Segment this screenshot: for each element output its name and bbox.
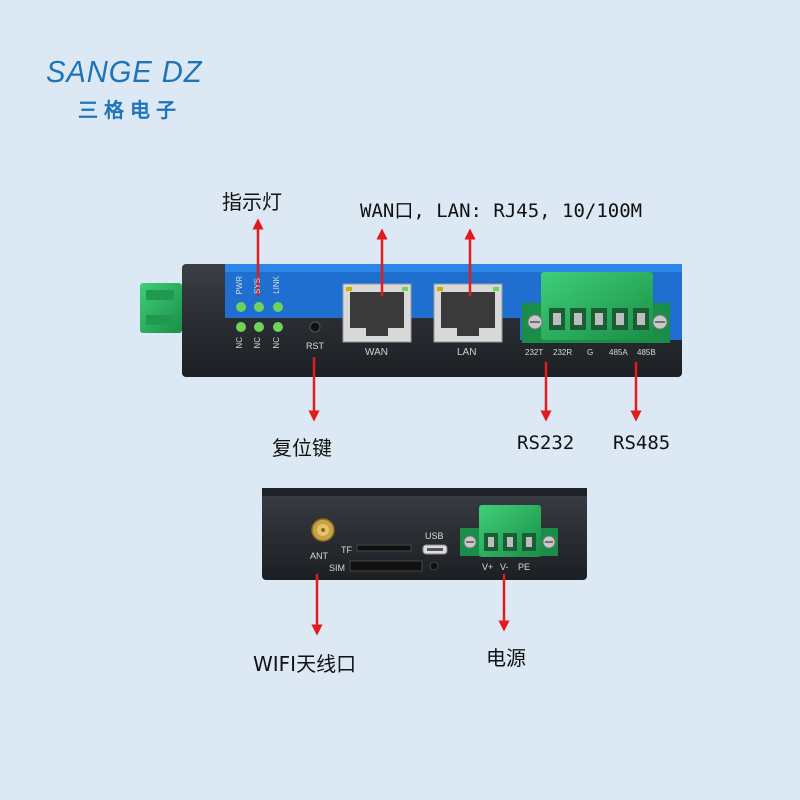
sim-card-slot [349, 560, 423, 572]
led-row-bottom [236, 322, 283, 332]
terminal-label-232t: 232T [525, 348, 544, 357]
led-label-nc-3: NC [272, 337, 281, 349]
antenna-connector [311, 518, 335, 542]
power-label-vplus: V+ [482, 562, 494, 572]
rj45-wan-port [342, 283, 412, 343]
reset-label: RST [306, 341, 324, 351]
callout-wifi: WIFI天线口 [253, 652, 357, 676]
terminal-label-485b: 485B [637, 348, 656, 357]
brand-logo-text: SANGE DZ [46, 54, 203, 89]
callout-reset: 复位键 [272, 436, 332, 460]
wan-label: WAN [365, 347, 388, 358]
tf-label: TF [341, 545, 352, 555]
callout-rs485: RS485 [613, 432, 671, 454]
side-power-connector [140, 283, 182, 333]
led-row-top [236, 302, 283, 312]
callout-arrows [252, 218, 642, 636]
led-label-nc-1: NC [235, 337, 244, 349]
led-label-pwr: PWR [235, 276, 244, 295]
power-terminal-block [460, 505, 558, 557]
tf-card-slot [356, 544, 412, 552]
rj45-lan-port [433, 283, 503, 343]
sim-label: SIM [329, 563, 346, 573]
callout-power: 电源 [486, 646, 526, 670]
terminal-label-g: G [587, 348, 594, 357]
led-label-nc-2: NC [253, 337, 262, 349]
reset-button-hole [309, 321, 321, 333]
led-label-link: LINK [272, 276, 281, 294]
callout-ethernet: WAN口, LAN: RJ45, 10/100M [360, 200, 643, 222]
power-label-vminus: V- [500, 562, 509, 572]
brand-subtitle: 三格电子 [78, 98, 182, 122]
ant-label: ANT [310, 551, 328, 561]
lan-label: LAN [457, 347, 477, 358]
power-label-pe: PE [518, 562, 531, 572]
led-label-sys: SYS [253, 278, 262, 295]
callout-leds: 指示灯 [222, 190, 282, 214]
callout-rs232: RS232 [517, 432, 575, 454]
terminal-label-232r: 232R [553, 348, 573, 357]
usb-label: USB [425, 531, 444, 541]
serial-terminal-block [522, 272, 670, 343]
terminal-label-485a: 485A [609, 348, 628, 357]
